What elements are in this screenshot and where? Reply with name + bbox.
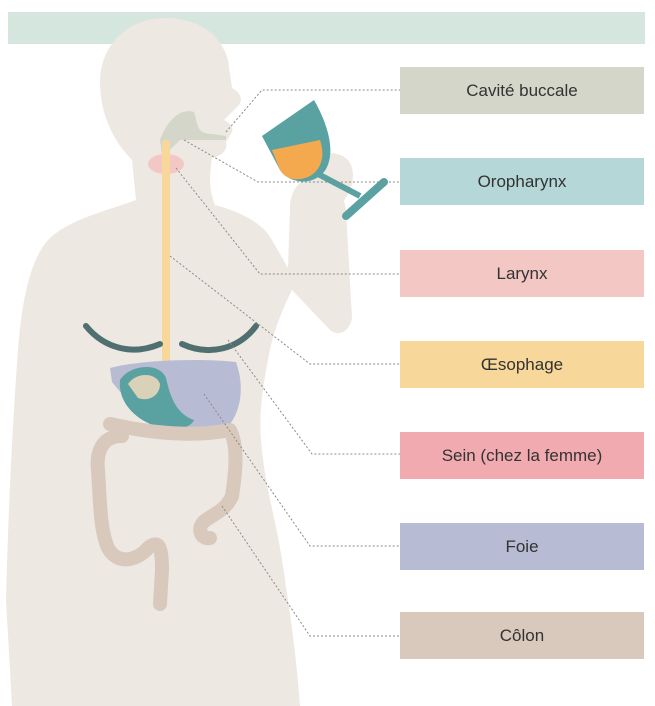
label-oropharynx: Oropharynx <box>400 158 644 205</box>
label-colon: Côlon <box>400 612 644 659</box>
label-oesophage: Œsophage <box>400 341 644 388</box>
label-cavite-buccale: Cavité buccale <box>400 67 644 114</box>
label-sein: Sein (chez la femme) <box>400 432 644 479</box>
label-foie: Foie <box>400 523 644 570</box>
esophagus-organ <box>162 140 170 378</box>
top-band <box>8 12 645 44</box>
wine-glass-foot <box>346 182 384 216</box>
label-larynx: Larynx <box>400 250 644 297</box>
